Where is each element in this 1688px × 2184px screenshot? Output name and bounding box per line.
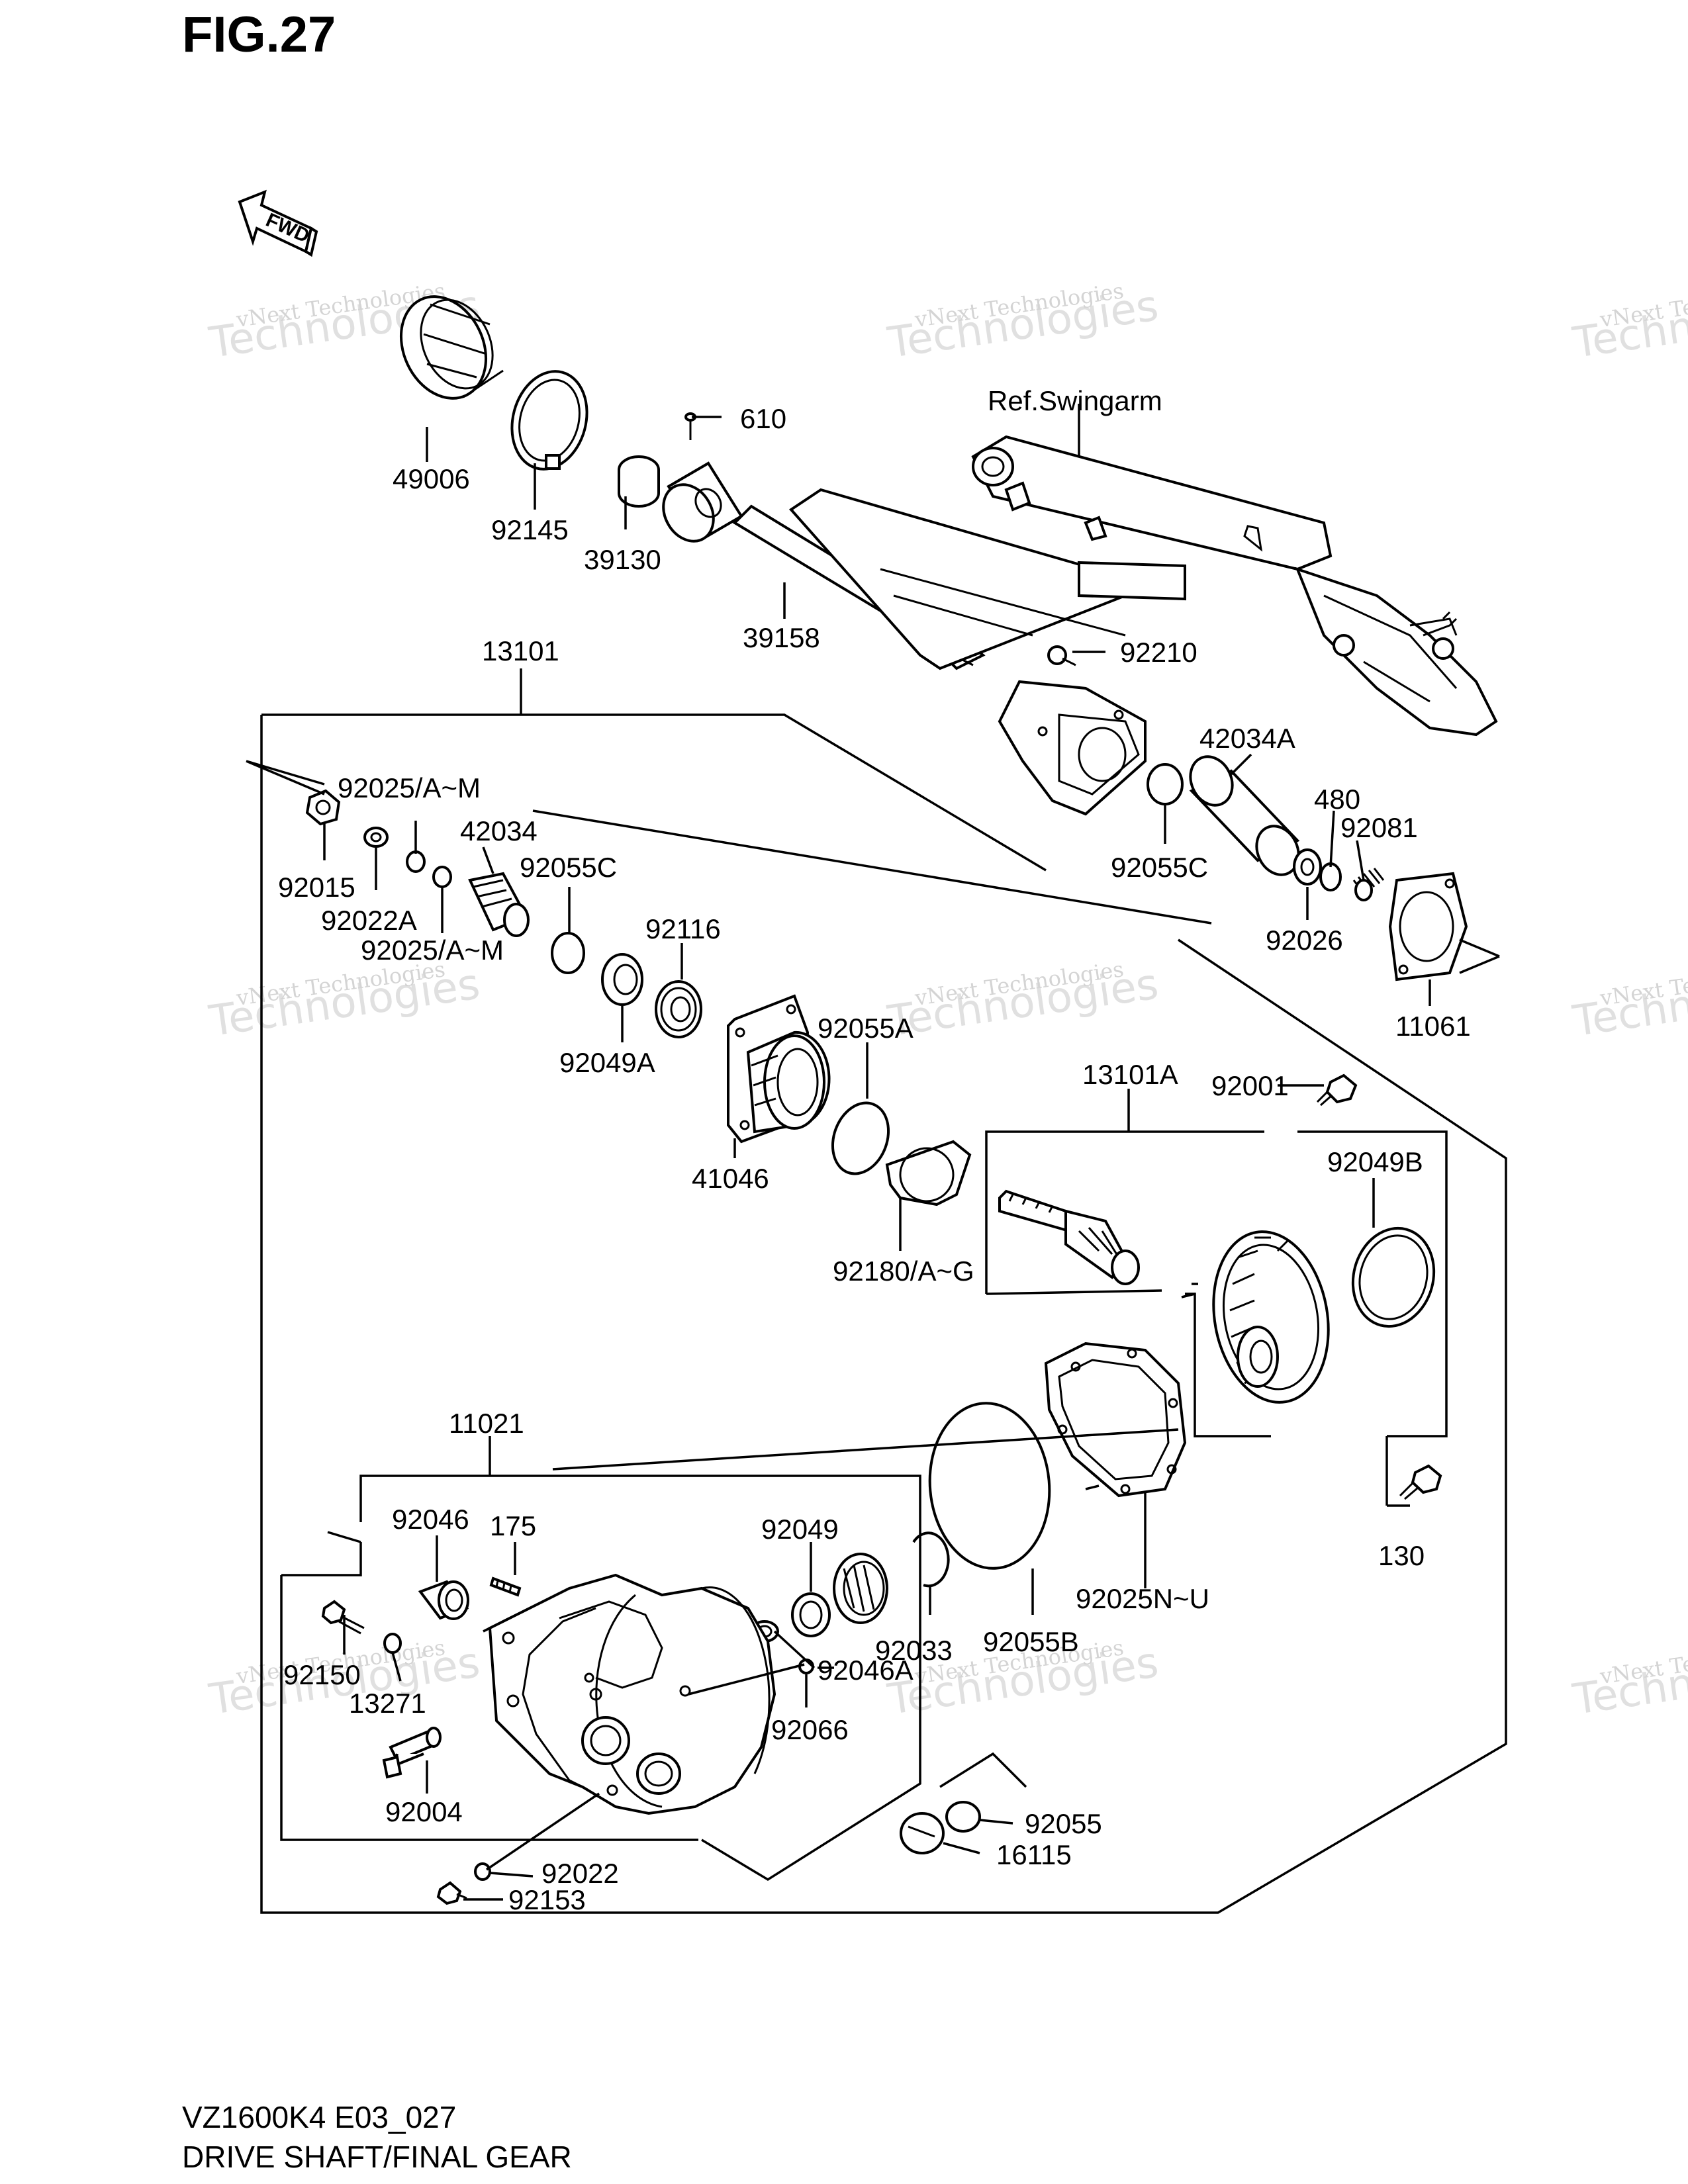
callout-92081: 92081 [1340, 812, 1418, 843]
bolt-92153-shape [436, 1881, 467, 1905]
washer-92022-shape [474, 1862, 491, 1881]
circlip-92033-shape [912, 1531, 950, 1588]
washer-92022A-shape [363, 827, 389, 848]
callout-39158: 39158 [743, 622, 820, 653]
bolt-130-shape [1399, 1464, 1442, 1500]
housing-41046-shape [727, 994, 831, 1144]
oring-92055A-shape [831, 1101, 890, 1175]
callout-92066: 92066 [771, 1714, 849, 1745]
callout-13101A: 13101A [1082, 1059, 1178, 1090]
model-code: VZ1600K4 E03_027 [182, 2100, 456, 2134]
callout-92025NU: 92025N~U [1076, 1583, 1209, 1614]
callout-92055C-left: 92055C [520, 852, 617, 883]
washer-92026-shape [1293, 848, 1322, 886]
band-92145-shape [510, 370, 588, 471]
ref-swingarm-label: Ref.Swingarm [988, 385, 1162, 416]
callout-92026: 92026 [1266, 925, 1343, 956]
leader-lines [246, 404, 1507, 1914]
oring-92055C-lower-shape [551, 932, 585, 974]
seal-92049A-shape [601, 953, 643, 1006]
callout-92055B: 92055B [983, 1626, 1079, 1657]
callout-92180AG: 92180/A~G [833, 1255, 974, 1287]
sleeve-42034A-shape [1189, 755, 1300, 876]
callout-11061: 11061 [1395, 1011, 1471, 1042]
callout-92055A: 92055A [818, 1013, 914, 1044]
fwd-arrow-icon: FWD [238, 189, 318, 257]
callout-92210: 92210 [1120, 637, 1197, 668]
bearing-92116-shape [655, 980, 702, 1038]
bushing-92046-shape [418, 1580, 469, 1620]
shim-92025NU-shape [1044, 1342, 1187, 1498]
callout-42034A: 42034A [1199, 723, 1295, 754]
callout-92022: 92022 [541, 1858, 619, 1889]
callout-480: 480 [1314, 784, 1360, 815]
callout-610: 610 [740, 403, 786, 434]
callout-175: 175 [490, 1510, 536, 1541]
swingarm-shape [788, 435, 1498, 737]
oring-92055C-upper-shape [1147, 763, 1184, 805]
callout-92049: 92049 [761, 1514, 839, 1545]
callout-92055: 92055 [1025, 1808, 1102, 1839]
circlip-480-shape [1319, 862, 1342, 891]
pinion-13101A-shape [998, 1189, 1140, 1285]
bolt-92001-shape [1316, 1073, 1358, 1107]
spring-92081-shape [1352, 868, 1385, 901]
ring-gear-shape [1212, 1230, 1330, 1404]
bolt-92150-shape [321, 1600, 365, 1635]
part-shapes [305, 295, 1498, 1905]
callout-92046A: 92046A [818, 1655, 914, 1686]
shim-92025-a-shape [406, 850, 426, 873]
housing-neck-shape [998, 680, 1147, 816]
gasket-11061-shape [1388, 872, 1468, 981]
bolt-92210-shape [1047, 645, 1076, 666]
shim-92180-shape [885, 1140, 972, 1206]
callout-130: 130 [1378, 1540, 1425, 1571]
callout-92015: 92015 [278, 872, 355, 903]
nut-92015-shape [305, 789, 341, 826]
callout-39130: 39130 [584, 544, 661, 575]
joint-42034-shape [468, 872, 530, 937]
callout-92004: 92004 [385, 1796, 463, 1827]
oring-92055-shape [945, 1801, 981, 1833]
callout-92049A: 92049A [559, 1047, 655, 1078]
callout-92046: 92046 [392, 1504, 469, 1535]
callout-92022A: 92022A [321, 905, 417, 936]
callout-92055C-right: 92055C [1111, 852, 1208, 883]
cap-16115-shape [900, 1812, 945, 1854]
callout-41046: 41046 [692, 1163, 769, 1194]
bearing-92049-shape [833, 1553, 888, 1624]
callout-92001: 92001 [1211, 1070, 1289, 1101]
stud-175-shape [489, 1576, 522, 1597]
ring-13271-shape [383, 1633, 402, 1654]
callout-16115: 16115 [996, 1839, 1072, 1870]
callout-49006: 49006 [393, 463, 470, 494]
callout-11021: 11021 [449, 1408, 524, 1439]
callout-92025AM-upper: 92025/A~M [338, 772, 481, 803]
shim-92025-b-shape [432, 866, 452, 888]
callout-92150: 92150 [283, 1659, 361, 1690]
callout-42034: 42034 [460, 815, 538, 846]
callout-13271: 13271 [349, 1688, 426, 1719]
callout-92049B: 92049B [1327, 1146, 1423, 1177]
section-title: DRIVE SHAFT/FINAL GEAR [182, 2140, 572, 2174]
callout-92153: 92153 [508, 1884, 586, 1915]
callout-92025AM-lower: 92025/A~M [361, 934, 504, 966]
gear-case-11021-shape [488, 1573, 776, 1815]
callout-13101: 13101 [482, 635, 559, 666]
seal-92049B-shape [1351, 1226, 1436, 1328]
callout-92116: 92116 [645, 913, 721, 944]
stud-92004-shape [382, 1727, 442, 1779]
seal-92049-small-shape [791, 1592, 831, 1637]
bushing-39130-shape [618, 455, 660, 508]
figure-title: FIG.27 [182, 7, 336, 63]
callout-labels: 49006 92145 39130 610 Ref.Swingarm 39158… [278, 385, 1471, 1915]
callout-92033: 92033 [875, 1635, 953, 1666]
callout-92145: 92145 [491, 514, 569, 545]
boot-49006-shape [399, 295, 504, 400]
